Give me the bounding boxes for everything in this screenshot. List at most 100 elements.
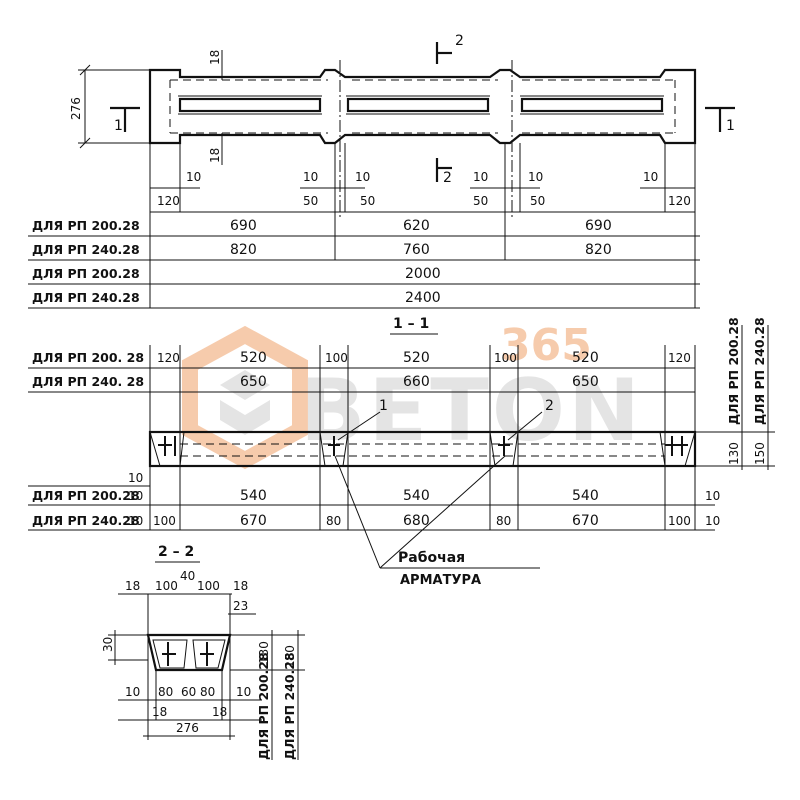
s22-bot-10-right: 10 xyxy=(236,685,251,699)
s11-callout-2: 2 xyxy=(545,398,554,414)
plan-dim-50-c: 50 xyxy=(473,194,488,208)
s11-top-2-v3: 650 xyxy=(572,374,599,390)
s11-right-dim-150: 150 xyxy=(753,442,767,465)
s11-callout-1: 1 xyxy=(379,398,388,414)
s11-right-label-1: ДЛЯ РП 200.28 xyxy=(726,317,741,425)
s22-right-dim-130: 130 xyxy=(257,641,271,664)
section-1-mark-right: 1 xyxy=(726,118,735,134)
s11-top-1-v1: 120 xyxy=(157,351,180,365)
s11-top-1-v7: 120 xyxy=(668,351,691,365)
s11-top-2-v1: 650 xyxy=(240,374,267,390)
s22-dim-30: 30 xyxy=(101,637,115,652)
plan-row-2-label: ДЛЯ РП 240.28 xyxy=(32,242,140,257)
s11-bot-2-v4: 80 xyxy=(326,514,341,528)
plan-dim-50-b: 50 xyxy=(360,194,375,208)
plan-inner-dashed xyxy=(169,79,676,134)
s11-rebar-note-2: АРМАТУРА xyxy=(400,573,481,588)
plan-row-1-label: ДЛЯ РП 200.28 xyxy=(32,218,140,233)
plan-row-1-val-2: 620 xyxy=(403,218,430,234)
plan-row-3-val-1: 2000 xyxy=(405,266,441,282)
s11-right-dim-130: 130 xyxy=(727,442,741,465)
section-1-1-title: 1 – 1 xyxy=(393,316,429,332)
s11-rib-left xyxy=(149,431,185,467)
section-2-marker-bottom: 2 xyxy=(435,158,452,186)
s11-bot-1-v2: 540 xyxy=(240,488,267,504)
s22-dim-23: 23 xyxy=(233,599,248,613)
plan-slot-left xyxy=(178,97,322,113)
plan-view: 276 18 18 1 1 2 2 xyxy=(28,33,735,309)
plan-dim-276: 276 xyxy=(69,97,83,120)
plan-slot-right xyxy=(520,97,664,113)
plan-slot-middle xyxy=(346,97,490,113)
s11-rib-mid-1 xyxy=(319,431,349,467)
plan-dim-10-b: 10 xyxy=(303,170,318,184)
s22-bot-60: 60 xyxy=(181,685,196,699)
plan-dim-10-f: 10 xyxy=(643,170,658,184)
section-1-1: 1 – 1 ДЛЯ РП 200. 28 120 520 100 520 100… xyxy=(28,316,775,588)
s11-bot-2-v3: 670 xyxy=(240,513,267,529)
s22-right-dim-150: 150 xyxy=(283,645,297,668)
s11-bot-1-v3: 540 xyxy=(403,488,430,504)
plan-row-2-val-3: 820 xyxy=(585,242,612,258)
section-2-2: 2 – 2 18 100 40 100 18 23 30 10 80 6 xyxy=(101,544,305,760)
watermark-number: 365 xyxy=(500,320,592,371)
plan-row-4-label: ДЛЯ РП 240.28 xyxy=(32,290,140,305)
s22-right-label-1: ДЛЯ РП 200.28 xyxy=(256,652,271,760)
s22-top-100-left: 100 xyxy=(155,579,178,593)
plan-dim-18-top: 18 xyxy=(208,50,222,65)
s11-top-row-1-label: ДЛЯ РП 200. 28 xyxy=(32,350,144,365)
s11-top-1-v4: 520 xyxy=(403,350,430,366)
s11-top-1-v2: 520 xyxy=(240,350,267,366)
s11-rebar-marks xyxy=(158,436,688,456)
s11-top-1-v5: 100 xyxy=(494,351,517,365)
plan-row-3-label: ДЛЯ РП 200.28 xyxy=(32,266,140,281)
plan-row-4-val-1: 2400 xyxy=(405,290,441,306)
section-1-marker-left: 1 xyxy=(110,106,140,134)
s22-top-40: 40 xyxy=(180,569,195,583)
s22-total-276: 276 xyxy=(176,721,199,735)
s11-bottom-row-2-label: ДЛЯ РП 240.28 xyxy=(32,513,140,528)
s11-bottom-10: 10 xyxy=(128,471,143,485)
section-2-mark-top: 2 xyxy=(455,33,464,49)
s11-bot-2-v6: 80 xyxy=(496,514,511,528)
s11-bot-2-v7: 670 xyxy=(572,513,599,529)
section-2-2-title: 2 – 2 xyxy=(158,544,194,560)
s22-bot-10-left: 10 xyxy=(125,685,140,699)
plan-dim-10-c: 10 xyxy=(355,170,370,184)
s11-rib-right xyxy=(659,431,696,467)
s22-dim-18-right: 18 xyxy=(212,705,227,719)
plan-outline xyxy=(148,68,697,145)
s11-bot-1-v5: 10 xyxy=(705,489,720,503)
s22-rebar-marks xyxy=(162,642,214,666)
watermark: BETON 365 xyxy=(182,320,640,470)
plan-row-2-val-1: 820 xyxy=(230,242,257,258)
plan-dim-120-right: 120 xyxy=(668,194,691,208)
s11-bot-2-v8: 100 xyxy=(668,514,691,528)
s11-rib-mid-2 xyxy=(489,431,519,467)
section-1-mark-left: 1 xyxy=(114,118,123,134)
s22-bot-80-left: 80 xyxy=(158,685,173,699)
plan-row-1-val-1: 690 xyxy=(230,218,257,234)
section-2-mark-bottom: 2 xyxy=(443,170,452,186)
s22-top-100-right: 100 xyxy=(197,579,220,593)
plan-dim-10-a: 10 xyxy=(186,170,201,184)
plan-row-2-val-2: 760 xyxy=(403,242,430,258)
s22-right-label-2: ДЛЯ РП 240.28 xyxy=(282,652,297,760)
plan-dim-50-a: 50 xyxy=(303,194,318,208)
s11-bottom-row-1-label: ДЛЯ РП 200.28 xyxy=(32,488,140,503)
plan-dim-120-left: 120 xyxy=(157,194,180,208)
s11-bot-1-v1: 10 xyxy=(128,489,143,503)
s11-top-2-v2: 660 xyxy=(403,374,430,390)
s22-bot-80-right: 80 xyxy=(200,685,215,699)
plan-dim-10-d: 10 xyxy=(473,170,488,184)
s11-top-row-2-label: ДЛЯ РП 240. 28 xyxy=(32,374,144,389)
plan-dim-50-d: 50 xyxy=(530,194,545,208)
s11-right-label-2: ДЛЯ РП 240.28 xyxy=(752,317,767,425)
plan-row-1-val-3: 690 xyxy=(585,218,612,234)
plan-dim-10-e: 10 xyxy=(528,170,543,184)
s11-bot-2-v1: 10 xyxy=(128,514,143,528)
s11-top-1-v6: 520 xyxy=(572,350,599,366)
s22-top-18-right: 18 xyxy=(233,579,248,593)
s11-rebar-note-1: Рабочая xyxy=(398,550,465,566)
